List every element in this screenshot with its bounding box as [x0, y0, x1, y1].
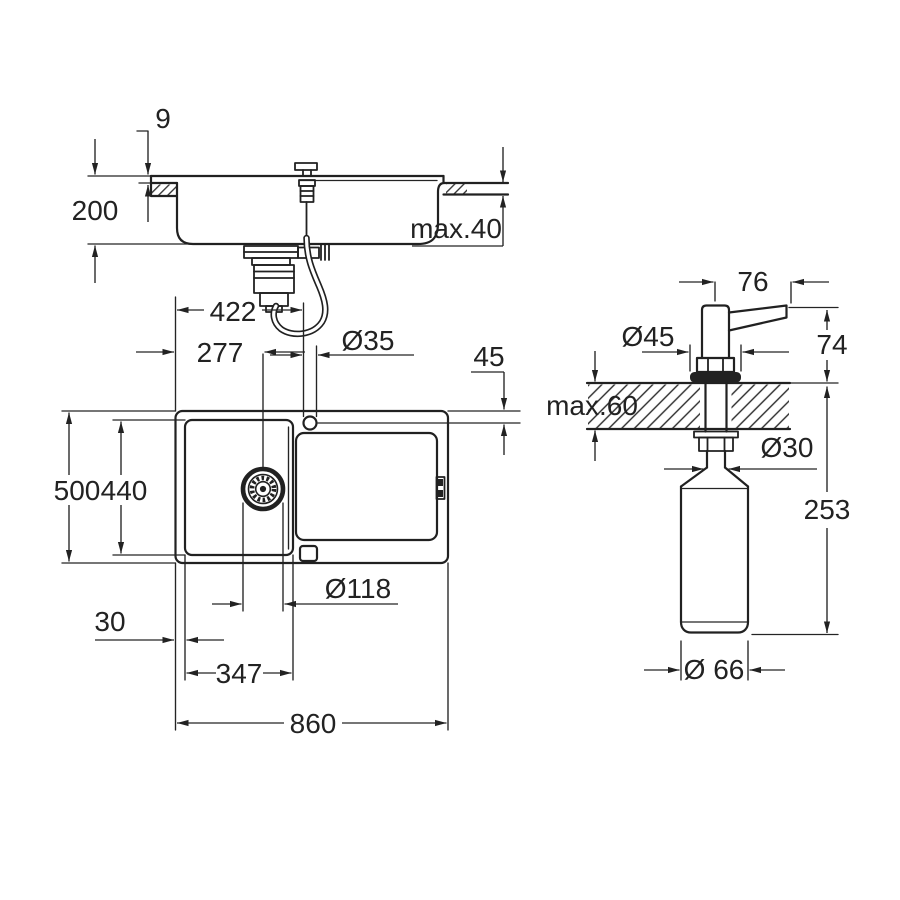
sink-top-view-linework — [61, 296, 521, 731]
soap-dispenser-linework — [585, 281, 839, 681]
sink-side-view-dimensions: 9 200 max.40 — [72, 103, 507, 283]
bottle-and-shank — [679, 381, 750, 634]
dim-faucet-center-from-left: 422 — [210, 296, 257, 327]
dim-bottle-diameter: Ø 66 — [684, 654, 745, 685]
dim-max-deck-thickness: max.60 — [546, 390, 638, 421]
drainboard-edge-clip — [435, 476, 446, 500]
dim-bowl-inner-depth: 440 — [101, 475, 148, 506]
dim-overall-width: 860 — [290, 708, 337, 739]
sink-side-view-linework — [87, 162, 510, 338]
dim-shank-diameter: Ø30 — [761, 432, 814, 463]
dim-spout-reach: 76 — [737, 266, 768, 297]
dim-bowl-offset-left: 30 — [94, 606, 125, 637]
dim-height-below-deck: 253 — [804, 494, 851, 525]
sink-top-view: 422 Ø35 45 277 500 440 Ø118 — [54, 296, 521, 739]
counter-section-left — [152, 184, 176, 196]
counter-section-right — [446, 184, 467, 194]
dim-rim-height: 9 — [155, 103, 171, 134]
dim-drain-cutout-diameter: Ø118 — [325, 573, 391, 604]
drain-strainer — [240, 353, 286, 512]
soap-dispenser-dimensions: 76 Ø45 74 max.60 Ø30 253 Ø 66 — [546, 266, 850, 685]
dim-faucet-hole-diameter: Ø35 — [342, 325, 395, 356]
dim-bowl-depth: 200 — [72, 195, 119, 226]
pump-head — [690, 304, 788, 383]
sink-side-view: 9 200 max.40 — [72, 103, 510, 338]
deck-section-right — [731, 384, 789, 428]
bowl-outline — [183, 418, 295, 557]
base-flange — [690, 372, 741, 383]
dim-drain-center-from-left: 277 — [197, 337, 244, 368]
dim-flange-diameter: Ø45 — [622, 321, 675, 352]
dim-bowl-inner-width: 347 — [216, 658, 263, 689]
faucet-hole — [302, 415, 318, 431]
sink-outline — [174, 409, 450, 565]
dim-max-counter-thickness: max.40 — [410, 213, 502, 244]
sink-top-view-dimensions: 422 Ø35 45 277 500 440 Ø118 — [54, 296, 508, 739]
popup-control-assembly — [270, 162, 329, 338]
soap-dispenser-view: 76 Ø45 74 max.60 Ø30 253 Ø 66 — [546, 266, 850, 685]
popup-knob — [298, 544, 319, 563]
dim-faucet-center-from-back: 45 — [473, 341, 504, 372]
dim-height-above-deck: 74 — [816, 329, 847, 360]
dim-overall-depth: 500 — [54, 475, 101, 506]
drainboard-outline — [294, 431, 439, 542]
deck-section-left — [588, 384, 700, 428]
